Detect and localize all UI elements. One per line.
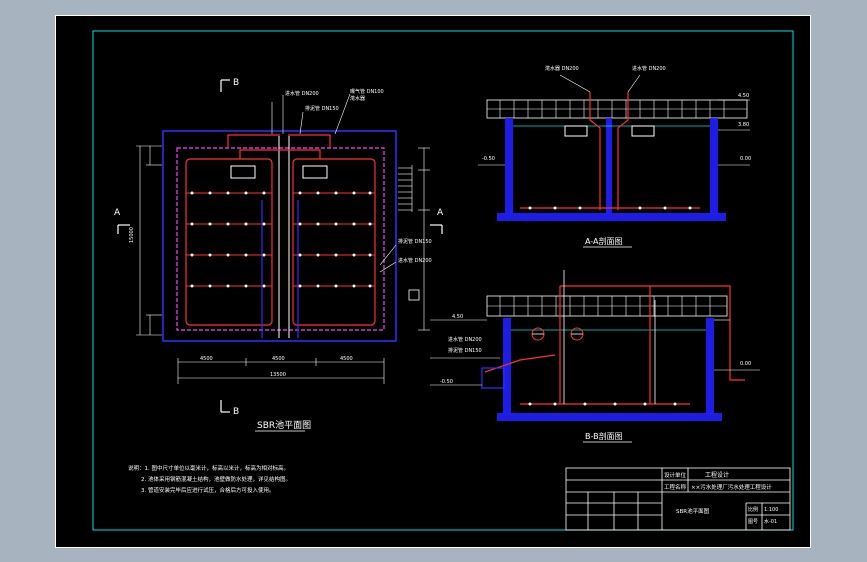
tb-scale-label: 比例 bbox=[748, 506, 758, 513]
sec-a-elev-4: 3.80 bbox=[738, 122, 749, 128]
decanter-right bbox=[302, 165, 328, 179]
plan-title: SBR池平面图 bbox=[257, 419, 311, 431]
aeration-loop-right bbox=[292, 158, 376, 326]
sec-a-elev-1: 4.50 bbox=[738, 93, 749, 99]
dim-bottom-2: 4500 bbox=[272, 356, 285, 362]
tb-design-unit-label: 设计单位 bbox=[664, 471, 687, 479]
section-b-top: B bbox=[233, 78, 239, 88]
notes: 说明：1. 图中尺寸单位以毫米计，标高以米计，标高为相对标高。 2. 池体采用钢… bbox=[128, 464, 291, 494]
diffuser-dots bbox=[190, 191, 372, 288]
callout-6: 进水管 DN200 bbox=[398, 257, 432, 264]
section-b-bottom: B bbox=[233, 407, 239, 417]
section-a-right: A bbox=[437, 208, 444, 218]
callout-1: 排泥管 DN150 bbox=[305, 105, 339, 112]
note-line-3: 3. 管道安装完毕后应进行试压，合格后方可投入使用。 bbox=[141, 486, 275, 494]
tb-sheet-label: 图号 bbox=[748, 519, 758, 525]
dim-bottom-3: 4500 bbox=[340, 356, 353, 362]
section-b-title: B-B剖面图 bbox=[585, 431, 623, 441]
drawing-sheet bbox=[55, 15, 811, 548]
plan-view: 排泥管 DN150 进水管 DN200 曝气管 DN100 滗水器 排泥管 DN… bbox=[114, 78, 444, 432]
note-line-2: 2. 池体采用钢筋混凝土结构，池壁做防水处理，详见结构图。 bbox=[141, 475, 291, 483]
tb-design-unit-value: 工程设计 bbox=[705, 471, 729, 479]
dim-left: 15000 bbox=[129, 227, 135, 243]
aeration-grid bbox=[186, 192, 375, 287]
stairs bbox=[398, 165, 413, 212]
sec-b-elev-2: 0.00 bbox=[740, 361, 751, 367]
tb-sheet-value: 水-01 bbox=[764, 518, 777, 525]
sec-b-label-2: 排泥管 DN150 bbox=[448, 347, 482, 354]
callout-4: 滗水器 bbox=[350, 95, 365, 102]
decanter-left bbox=[230, 165, 256, 179]
callout-2: 进水管 DN200 bbox=[285, 90, 319, 97]
note-line-1: 说明：1. 图中尺寸单位以毫米计，标高以米计，标高为相对标高。 bbox=[128, 464, 289, 472]
section-a-title: A-A剖面图 bbox=[585, 236, 622, 246]
callout-3: 曝气管 DN100 bbox=[350, 88, 384, 95]
callout-5: 排泥管 DN150 bbox=[398, 238, 432, 245]
tb-project-value: ××污水处理厂污水处理工程设计 bbox=[691, 483, 772, 491]
tb-drawing-name: SBR池平面图 bbox=[676, 507, 710, 515]
sec-a-label-2: 进水管 DN200 bbox=[632, 65, 666, 72]
tb-scale-value: 1:100 bbox=[764, 507, 778, 513]
sec-a-label-1: 滗水器 DN200 bbox=[545, 65, 579, 72]
sec-b-elev-3: -0.50 bbox=[440, 379, 453, 385]
title-block bbox=[565, 467, 791, 531]
aeration-loop-left bbox=[185, 158, 273, 326]
sec-b-elev-1: 4.50 bbox=[452, 314, 463, 320]
sec-a-elev-2: 0.00 bbox=[740, 156, 751, 162]
inner-frame bbox=[92, 30, 794, 531]
dim-total: 13500 bbox=[270, 372, 286, 378]
section-a-left: A bbox=[114, 208, 121, 218]
sec-a-elev-3: -0.50 bbox=[482, 156, 495, 162]
tb-project-label: 工程名称 bbox=[664, 483, 687, 491]
sec-b-label-1: 进水管 DN200 bbox=[448, 336, 482, 343]
section-b-view: 进水管 DN200 排泥管 DN150 4.50 -0.50 0.00 B-B剖… bbox=[430, 270, 760, 443]
plan-inner-wall bbox=[176, 147, 385, 331]
section-a-view: 滗水器 DN200 进水管 DN200 4.50 3.80 0.00 -0.50… bbox=[478, 65, 751, 248]
plan-outer-wall bbox=[162, 130, 397, 342]
dim-bottom-1: 4500 bbox=[200, 356, 213, 362]
